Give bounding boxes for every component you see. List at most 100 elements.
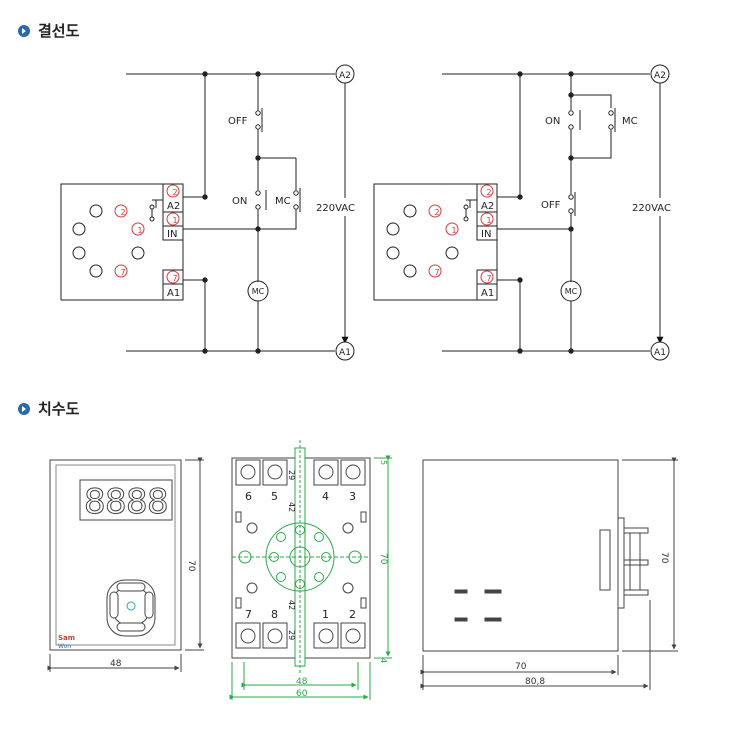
pin-label-4: 4 [322, 490, 329, 503]
on-label: ON [545, 116, 560, 127]
pin-circle-7 [114, 264, 128, 278]
pin-number-2-terminal: 2 [172, 188, 177, 197]
pin-circle-2 [114, 204, 128, 218]
socket-height-label: 70 [378, 553, 388, 565]
pin-number-2: 2 [120, 208, 125, 217]
side-height-label: 70 [659, 552, 669, 564]
socket-hole [403, 204, 417, 218]
pin-number-1-terminal: 1 [486, 216, 491, 225]
socket-hole [403, 264, 417, 278]
terminal-screw [340, 459, 366, 486]
pin-number-7-terminal: 7 [172, 274, 177, 283]
terminal-circle-label-a2: A2 [339, 71, 351, 81]
socket-inner-label-bottom: 42 [287, 600, 296, 610]
up-key [116, 582, 146, 592]
socket-width2-label: 60 [296, 689, 308, 699]
bullet-icon [18, 24, 30, 37]
pin-number-1: 1 [451, 226, 456, 235]
mc-coil-label: MC [565, 287, 578, 296]
mc-contact-icon [293, 204, 299, 210]
socket-hole [72, 246, 86, 260]
socket-hole [72, 222, 86, 236]
terminal-label-in: IN [481, 229, 491, 240]
side-labels: 70 80,8 70 [515, 552, 669, 687]
socket-dim-5-label: 5 [379, 460, 388, 465]
terminal-screw [235, 459, 261, 486]
relay-box [60, 183, 184, 301]
pin-circle-1-terminal [166, 212, 180, 226]
display-window [79, 479, 173, 521]
socket-hole [386, 246, 400, 260]
wiring-right-labels: A2 IN A1 2 1 7 2 1 7 ON MC OFF MC 220VAC… [434, 71, 671, 358]
socket-hole [386, 222, 400, 236]
socket-view [229, 440, 392, 700]
side-pin [623, 589, 649, 596]
terminal-label-in: IN [167, 229, 177, 240]
left-key [109, 591, 119, 619]
voltage-label: 220VAC [632, 203, 671, 214]
display-digit: 8 [105, 482, 127, 522]
mc-coil-label: MC [252, 287, 265, 296]
pin-circle-2-terminal [166, 184, 180, 198]
off-label: OFF [228, 116, 248, 127]
dimensions-title-text: 치수도 [38, 400, 80, 418]
right-key [144, 591, 154, 619]
mc-contact-icon [293, 190, 299, 196]
wiring-title-text: 결선도 [38, 22, 80, 40]
socket-hole [89, 204, 103, 218]
bullet-icon [18, 402, 30, 415]
terminal-circle-a1 [335, 341, 355, 361]
terminal-circle-a2 [335, 64, 355, 84]
wiring-diagram-right [373, 64, 670, 361]
front-height-label: 70 [186, 560, 196, 572]
mc-contact-label: MC [275, 196, 291, 207]
side-view [420, 457, 678, 690]
terminal-label-a1: A1 [167, 288, 180, 299]
on-contact-icon [255, 204, 261, 210]
terminal-circle-label-a1: A1 [654, 348, 666, 358]
side-pin [623, 527, 649, 534]
pin-number-7: 7 [434, 268, 439, 277]
off-contact-icon [255, 124, 261, 130]
brand-logo: Sam [58, 634, 75, 642]
pin-number-1-terminal: 1 [172, 216, 177, 225]
display-digit: 8 [84, 482, 106, 522]
on-label: ON [232, 196, 247, 207]
socket-inner-label-top: 42 [287, 502, 296, 512]
pin-label-6: 6 [245, 490, 252, 503]
terminal-label-a2: A2 [481, 201, 494, 212]
pin-circle-7-terminal [166, 270, 180, 284]
pin-label-3: 3 [349, 490, 356, 503]
relay-box [373, 183, 498, 301]
front-labels: Sam Won 48 70 [58, 560, 196, 669]
terminal-screw [313, 459, 339, 486]
off-contact-icon [255, 110, 261, 116]
terminal-circle-label-a2: A2 [654, 71, 666, 81]
side-depth-label: 70 [515, 662, 527, 672]
display-digit: 8 [147, 482, 169, 522]
front-display-digits: 8 8 8 8 [84, 482, 170, 523]
wiring-left-labels: A2 IN A1 2 1 7 2 1 7 OFF ON MC MC 220VAC… [120, 71, 355, 358]
terminal-label-a2: A2 [167, 201, 180, 212]
terminal-screw [262, 622, 288, 649]
socket-hole [131, 246, 145, 260]
terminal-screw [340, 622, 366, 649]
dimensions-section-title: 치수도 [18, 398, 79, 419]
pin-number-7-terminal: 7 [486, 274, 491, 283]
terminal-screw [262, 459, 288, 486]
pin-number-7: 7 [120, 268, 125, 277]
off-label: OFF [541, 200, 561, 211]
pin-number-1: 1 [137, 226, 142, 235]
side-housing [422, 459, 619, 652]
terminal-label-a1: A1 [481, 288, 494, 299]
pin-number-2: 2 [434, 208, 439, 217]
voltage-label: 220VAC [316, 203, 355, 214]
socket-dim-4-label: 4 [379, 658, 388, 663]
center-key [126, 601, 136, 611]
side-depth-total-label: 80,8 [525, 677, 545, 687]
on-contact-icon [255, 190, 261, 196]
terminal-circle-label-a1: A1 [339, 348, 351, 358]
pin-label-2: 2 [349, 608, 356, 621]
terminal-screw [235, 622, 261, 649]
